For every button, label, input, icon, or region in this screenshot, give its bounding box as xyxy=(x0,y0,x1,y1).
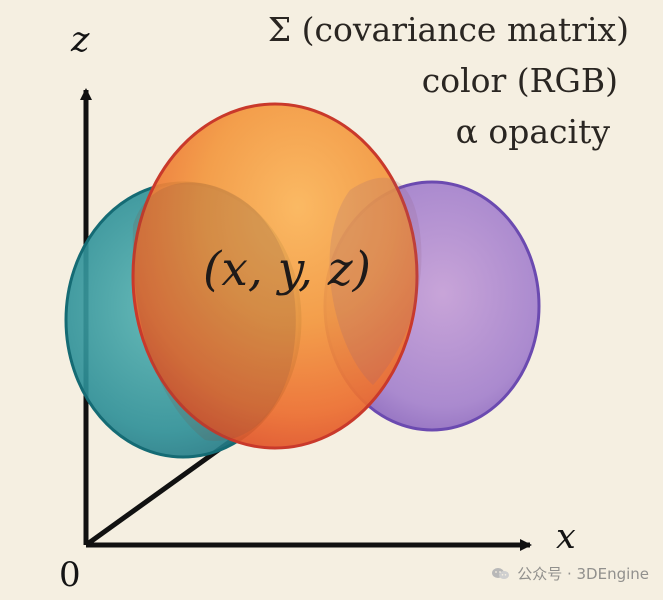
watermark-text: 公众号 · 3DEngine xyxy=(517,565,649,583)
origin-label: 0 xyxy=(59,555,81,595)
y-axis xyxy=(84,435,237,548)
position-label: (x, y, z) xyxy=(203,242,371,297)
x-axis-label: x xyxy=(556,517,576,557)
covariance-label: Σ (covariance matrix) xyxy=(267,10,629,49)
purple-overlap-shade xyxy=(329,177,422,385)
teal-overlap-shade xyxy=(132,182,296,441)
z-axis-label: z xyxy=(71,20,90,60)
color-label: color (RGB) xyxy=(421,61,618,100)
opacity-label: α opacity xyxy=(455,112,610,151)
wechat-icon xyxy=(491,566,511,582)
watermark: 公众号 · 3DEngine xyxy=(491,563,649,584)
orange-gaussian-ellipse xyxy=(131,102,419,450)
